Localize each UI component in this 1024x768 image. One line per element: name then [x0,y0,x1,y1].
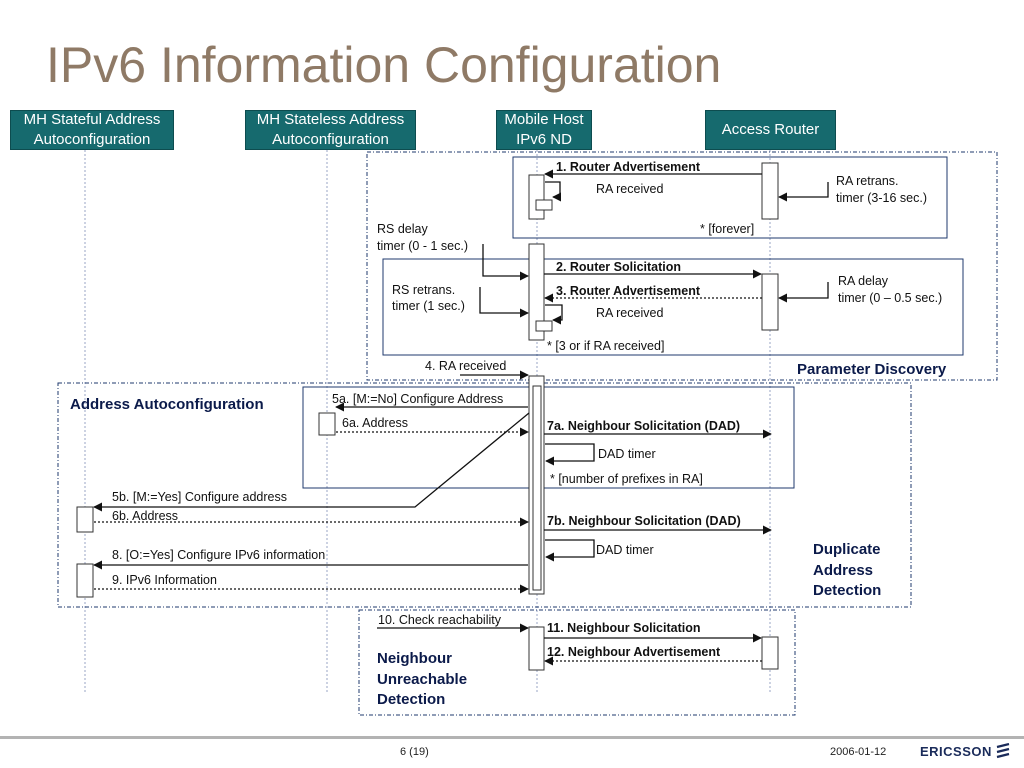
label-num-prefixes: * [number of prefixes in RA] [550,472,703,486]
company-logo: ERICSSON [920,743,1010,759]
lane-header-stateful: MH Stateful Address Autoconfiguration [10,110,174,150]
label-rs-retrans-1: RS retrans. [392,283,455,297]
arrow-rs-retrans [479,287,529,318]
lane-header-access-router: Access Router [705,110,836,150]
logo-text: ERICSSON [920,743,992,759]
activation-host-2 [528,243,545,341]
arrow-ra-received-2 [545,304,563,325]
label-m10: 10. Check reachability [378,613,502,627]
label-rs-retrans-2: timer (1 sec.) [392,299,465,313]
frame-ra-loop [512,156,948,239]
label-three-or: * [3 or if RA received] [547,339,664,353]
arrow-rs-delay [482,244,529,281]
label-dad-timer-2: DAD timer [596,543,654,557]
activation-router-3 [761,636,779,670]
label-rs-delay-2: timer (0 - 1 sec.) [377,239,468,253]
arrow-ra-retrans-1 [778,182,829,202]
arrow-m5b [93,412,530,512]
label-m6b: 6b. Address [112,509,178,523]
footer-date: 2006-01-12 [830,746,887,758]
label-forever: * [forever] [700,222,754,236]
activation-router-2 [761,273,779,331]
activation-stateful-1 [76,506,94,533]
label-ra-retrans-1: RA retrans. [836,174,899,188]
arrow-ra-delay [778,282,829,303]
frame-rs-loop [382,258,964,356]
label-ra-received-1: RA received [596,182,663,196]
label-m2: 2. Router Solicitation [556,260,681,274]
label-nud-2: Unreachable [377,671,467,688]
label-nud-3: Detection [377,691,445,708]
label-m5b: 5b. [M:=Yes] Configure address [112,490,287,504]
label-m9: 9. IPv6 Information [112,573,217,587]
activation-host-3-inner [532,385,542,591]
lane-header-stateless: MH Stateless Address Autoconfiguration [245,110,416,150]
label-rs-delay-1: RS delay [377,222,428,236]
frame-prefix-loop [302,386,795,489]
label-m1: 1. Router Advertisement [556,160,701,174]
activation-stateless [318,412,336,436]
label-m7b: 7b. Neighbour Solicitation (DAD) [547,514,741,528]
lane-header-mobile-host: Mobile Host IPv6 ND [496,110,592,150]
frame-nud [358,609,796,716]
label-m3: 3. Router Advertisement [556,284,701,298]
timer-box-2 [535,320,553,332]
page-title: IPv6 Information Configuration [46,37,722,93]
footer-divider [0,736,1024,739]
arrow-dad-timer-2 [545,539,595,562]
label-ra-retrans-2: timer (3-16 sec.) [836,191,927,205]
page-number: 6 (19) [400,746,429,758]
label-ra-received-2: RA received [596,306,663,320]
arrow-ra-received-1 [545,181,562,202]
ericsson-logo-icon [996,743,1010,759]
frame-address-autoconf [57,382,912,608]
label-dad-1: Duplicate [813,541,881,558]
label-m11: 11. Neighbour Solicitation [547,621,701,635]
activation-router-1 [761,162,779,220]
sequence-diagram: 1. Router Advertisement RA received RA r… [57,150,998,716]
arrow-dad-timer-1 [545,443,595,466]
label-m12: 12. Neighbour Advertisement [547,645,721,659]
label-m4: 4. RA received [425,359,506,373]
label-address-autoconf: Address Autoconfiguration [70,396,264,413]
label-m8: 8. [O:=Yes] Configure IPv6 information [112,548,325,562]
label-dad-2: Address [813,562,873,579]
label-m5a: 5a. [M:=No] Configure Address [332,392,503,406]
activation-stateful-2 [76,563,94,598]
timer-box-1 [535,199,553,211]
label-ra-delay-2: timer (0 – 0.5 sec.) [838,291,942,305]
activation-host-4 [528,626,545,671]
label-dad-timer-1: DAD timer [598,447,656,461]
label-m6a: 6a. Address [342,416,408,430]
label-ra-delay-1: RA delay [838,274,889,288]
frame-parameter-discovery [366,151,998,381]
label-dad-3: Detection [813,582,881,599]
label-nud-1: Neighbour [377,650,452,667]
label-m7a: 7a. Neighbour Solicitation (DAD) [547,419,740,433]
label-parameter-discovery: Parameter Discovery [797,361,947,378]
activation-host-1 [528,174,545,220]
